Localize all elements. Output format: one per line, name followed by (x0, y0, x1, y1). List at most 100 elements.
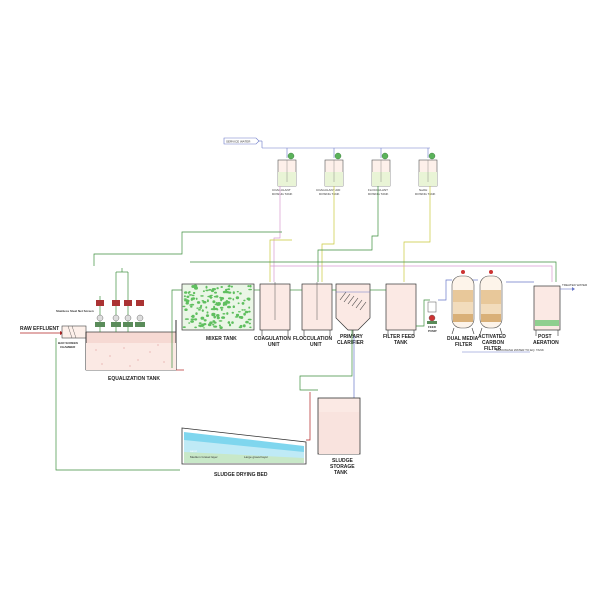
service-water-label: SERVICE WATER (226, 139, 251, 143)
media-particle (225, 290, 229, 294)
media-particle (248, 288, 253, 291)
media-particle (199, 305, 202, 308)
media-particle (198, 322, 202, 324)
media-particle (219, 306, 224, 309)
media-particle (242, 324, 246, 328)
flocculation-sublabel: UNIT (310, 342, 322, 348)
media-particle (244, 310, 249, 314)
media-particle (248, 306, 251, 309)
media-particle (216, 316, 220, 320)
media-particle (189, 304, 193, 306)
media-particle (187, 291, 190, 294)
agitator-motor-icon (428, 152, 436, 160)
media-particle (195, 312, 198, 315)
media-particle (190, 318, 195, 321)
activated-carbon-filter: ACTIVATED CARBON FILTER (478, 270, 506, 352)
media-particle (218, 324, 221, 327)
service-water-header: SERVICE WATER (223, 137, 430, 158)
media-particle (239, 324, 243, 328)
media-particle (212, 300, 216, 304)
mixer-tank: MIXER TANK (181, 283, 255, 342)
sludge-storage-sublabel: STORAGE (330, 464, 355, 470)
mixer-label: MIXER TANK (206, 336, 237, 342)
media-particle (213, 325, 218, 328)
media-particle (222, 313, 226, 315)
raw-effluent-label: RAW EFFLUENT (20, 326, 59, 332)
flocculation-unit: FLOCCULATION UNIT (293, 282, 332, 348)
media-particle (239, 316, 243, 319)
post-aeration-sublabel: AERATION (533, 340, 559, 346)
media-particle (201, 323, 205, 327)
bed-layer-sand: sand (190, 449, 197, 453)
media-particle (230, 285, 233, 288)
raw-effluent-inlet: RAW EFFLUENT (20, 326, 64, 335)
media-particle (231, 311, 234, 314)
media-particle (214, 303, 218, 306)
media-particle (247, 285, 250, 288)
media-particle (246, 297, 251, 301)
media-particle (209, 321, 213, 325)
sludge-storage-sublabel-2: TANK (334, 470, 348, 476)
media-particle (227, 305, 231, 309)
media-particle (208, 288, 212, 291)
media-particle (195, 297, 198, 300)
media-particle (245, 320, 249, 324)
feed-pump: FEED PUMP (427, 301, 437, 333)
media-particle (222, 302, 225, 307)
coagulation-label: COAGULATION (254, 336, 291, 342)
media-particle (232, 305, 235, 309)
agitator-motor-icon (381, 152, 389, 160)
media-particle (227, 321, 230, 324)
media-particle (232, 291, 235, 295)
media-particle (202, 290, 205, 293)
media-particle (213, 295, 218, 298)
media-particle (205, 306, 208, 309)
media-particle (183, 295, 186, 298)
treated-water-label: TREATED WATER (562, 283, 588, 287)
sludge-drying-bed: sand Medium Gravel layer Large gravel la… (181, 427, 307, 478)
coagulation-sublabel: UNIT (268, 342, 280, 348)
activated-carbon-sublabel-2: FILTER (484, 346, 502, 352)
dual-media-label: DUAL MEDIA (447, 336, 479, 342)
treated-water-outlet: TREATED WATER (560, 283, 588, 291)
backwash-label: BACKWASH WATER TO EQ. TANK (496, 348, 544, 352)
dosing-tank-4-sublabel: DOSING TANK (415, 192, 435, 196)
activated-carbon-sublabel: CARBON (482, 340, 504, 346)
dual-media-filter: DUAL MEDIA FILTER (447, 270, 479, 348)
media-particle (219, 326, 223, 329)
media-particle (210, 289, 215, 293)
dual-media-sublabel: FILTER (455, 342, 473, 348)
media-particle (203, 327, 205, 329)
media-particle (249, 284, 252, 288)
media-particle (211, 314, 215, 317)
media-particle (184, 318, 189, 320)
media-particle (243, 309, 246, 311)
feed-pump-sublabel: PUMP (428, 329, 437, 333)
media-particle (191, 294, 195, 297)
media-particle (182, 326, 186, 328)
media-particle (248, 310, 251, 313)
media-particle (198, 324, 201, 327)
dosing-tank-1-label: COAGULANT (272, 188, 291, 192)
media-particle (227, 288, 231, 291)
media-particle (190, 320, 195, 323)
media-particle (201, 309, 204, 312)
dosing-tank-3: FLOCCULANT DOSING TANK (368, 152, 391, 196)
media-particle (206, 299, 209, 303)
backwash-line: BACKWASH WATER TO EQ. TANK (462, 348, 544, 353)
agitator-motor-icon (287, 152, 295, 160)
media-particle (237, 313, 240, 317)
equalization-tank: EQUALIZATION TANK (85, 320, 177, 382)
screen-label: Stainless Steel Net Screen (56, 309, 94, 313)
media-particle (225, 301, 230, 304)
media-particle (249, 326, 252, 329)
eq-to-mixer-pipe (171, 289, 182, 368)
bed-layer-medium: Medium Gravel layer (190, 455, 218, 459)
equalization-pumps (95, 268, 145, 332)
pump-icon (135, 300, 145, 327)
media-particle (207, 295, 210, 298)
media-particle (202, 300, 207, 304)
media-particle (189, 305, 193, 308)
